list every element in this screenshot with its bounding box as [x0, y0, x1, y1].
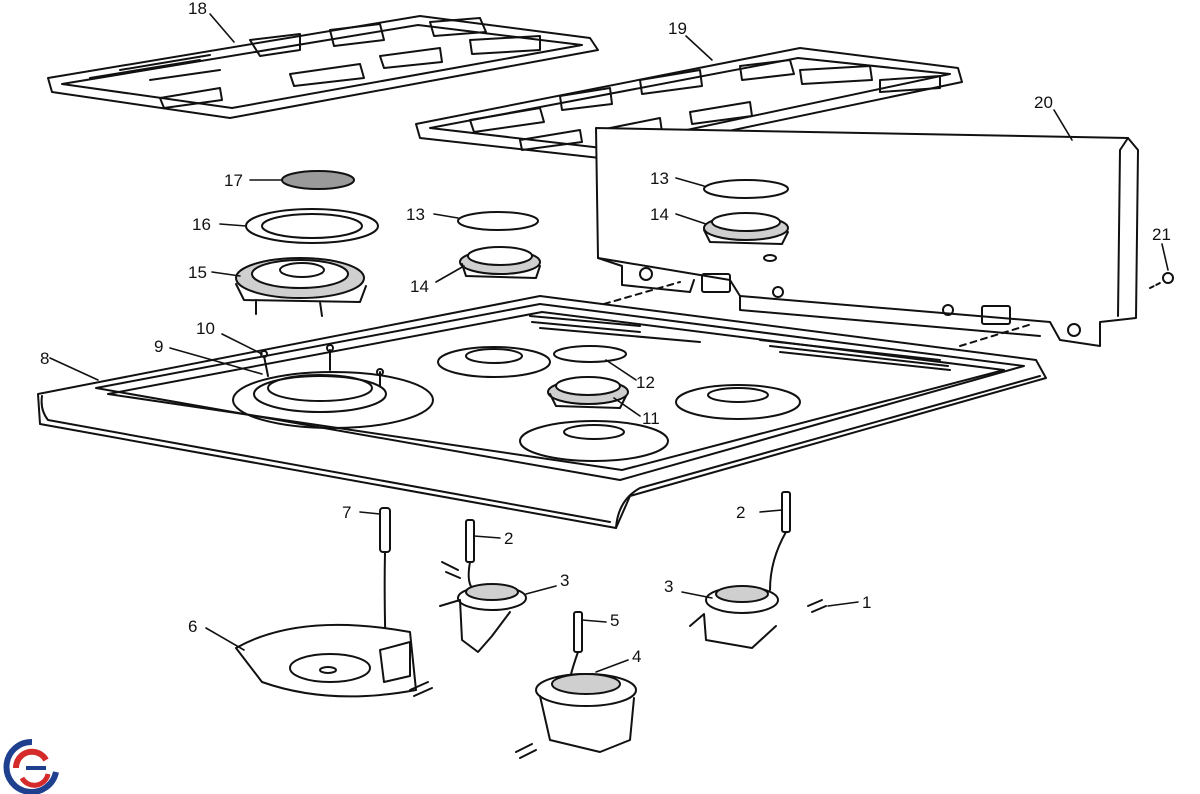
callout-19: 19 — [668, 19, 687, 38]
trim-ring — [245, 208, 379, 244]
burner-head — [459, 246, 541, 279]
callout-3a: 3 — [560, 571, 570, 590]
callout-8: 8 — [40, 349, 50, 368]
burner-head-right — [703, 212, 789, 245]
burner-cap — [457, 211, 539, 231]
callout-10: 10 — [196, 319, 215, 338]
callout-16: 16 — [192, 215, 211, 234]
callout-4: 4 — [632, 647, 642, 666]
callout-13b: 13 — [650, 169, 669, 188]
burner-cap-right — [703, 179, 789, 199]
callout-20: 20 — [1034, 93, 1053, 112]
callout-14b: 14 — [650, 205, 669, 224]
callout-7: 7 — [342, 503, 352, 522]
left-grate — [47, 15, 599, 119]
callout-5: 5 — [610, 611, 620, 630]
burner-base-4 — [535, 611, 637, 753]
burner-base-3-left — [439, 519, 527, 653]
callout-17: 17 — [224, 171, 243, 190]
leader-lines — [49, 13, 1169, 673]
heat-shield-6 — [235, 623, 417, 698]
callout-14a: 14 — [410, 277, 429, 296]
callout-1: 1 — [862, 593, 872, 612]
callout-15: 15 — [188, 263, 207, 282]
cooktop-main-top — [37, 295, 1047, 529]
callout-2a: 2 — [504, 529, 514, 548]
screw — [1149, 272, 1174, 289]
callout-13a: 13 — [406, 205, 425, 224]
callout-18: 18 — [188, 0, 207, 18]
callout-3b: 3 — [664, 577, 674, 596]
callout-21: 21 — [1152, 225, 1171, 244]
callout-11: 11 — [642, 409, 660, 428]
burner-cap-small-shaded — [281, 170, 355, 190]
callout-12: 12 — [636, 373, 655, 392]
callout-9: 9 — [154, 337, 164, 356]
callout-2b: 2 — [736, 503, 746, 522]
callout-6: 6 — [188, 617, 198, 636]
brand-logo-icon — [3, 738, 59, 794]
large-burner-base — [235, 257, 367, 317]
burner-base-3-right — [689, 491, 791, 649]
clips — [409, 561, 827, 759]
